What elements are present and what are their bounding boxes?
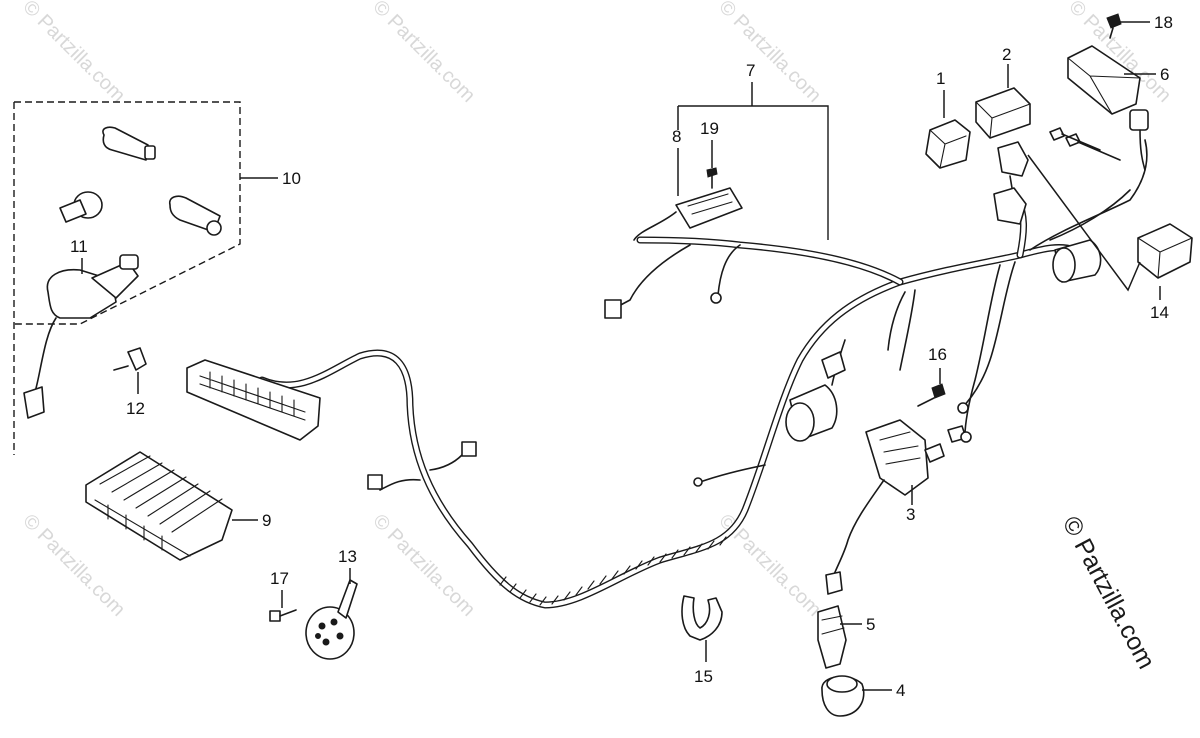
corner-watermark: © Partzilla.com xyxy=(1057,512,1161,674)
callout-9: 9 xyxy=(262,511,271,530)
callout-11: 11 xyxy=(70,237,88,256)
ignition-coil[interactable] xyxy=(1067,45,1149,171)
turn-signal-relay[interactable] xyxy=(975,87,1031,139)
callout-13: 13 xyxy=(338,547,357,566)
relay[interactable] xyxy=(925,119,971,169)
callout-12: 12 xyxy=(126,399,145,418)
ignition-switch-assembly[interactable] xyxy=(13,101,241,455)
callout-5: 5 xyxy=(866,615,875,634)
wire-clip[interactable] xyxy=(113,347,147,371)
assembly-box-outline xyxy=(14,101,241,325)
relay-pointer-line xyxy=(1027,154,1141,292)
callout-18: 18 xyxy=(1154,13,1173,32)
watermark-text: © Partzilla.com xyxy=(714,0,825,107)
watermark-text: © Partzilla.com xyxy=(368,0,479,107)
callout-2: 2 xyxy=(1002,45,1011,64)
callout-19: 19 xyxy=(700,119,719,138)
assembly-bracket xyxy=(678,105,829,240)
connector-plug xyxy=(367,474,383,490)
callout-1: 1 xyxy=(936,69,945,88)
callout-labels: 1 2 3 4 5 6 7 8 9 10 11 12 13 14 15 16 1… xyxy=(70,13,1173,700)
regulator-rectifier[interactable] xyxy=(85,451,233,561)
callout-10: 10 xyxy=(282,169,301,188)
callout-14: 14 xyxy=(1150,303,1169,322)
lock-cylinder xyxy=(102,126,156,161)
bolt[interactable] xyxy=(917,383,946,407)
connector-plug xyxy=(461,441,477,457)
callout-3: 3 xyxy=(906,505,915,524)
ring-terminal xyxy=(710,292,722,304)
callout-4: 4 xyxy=(896,681,905,700)
callout-17: 17 xyxy=(270,569,289,588)
bolt[interactable] xyxy=(1106,13,1122,39)
leader-lines xyxy=(81,21,1161,691)
callout-16: 16 xyxy=(928,345,947,364)
callout-15: 15 xyxy=(694,667,713,686)
callout-6: 6 xyxy=(1160,65,1169,84)
watermark-text: © Partzilla.com xyxy=(368,510,479,621)
neutral-switch[interactable] xyxy=(825,419,967,595)
watermark-text: © Partzilla.com xyxy=(18,0,129,107)
horn[interactable] xyxy=(305,579,358,660)
ignition-switch xyxy=(23,254,139,419)
harness-clamp[interactable] xyxy=(681,595,723,641)
fuse-box[interactable] xyxy=(633,187,743,241)
plug-boot[interactable] xyxy=(821,675,865,717)
callout-8: 8 xyxy=(672,127,681,146)
mounting-bolt[interactable] xyxy=(269,609,297,622)
lock-cylinder xyxy=(168,195,222,236)
connector-plug xyxy=(604,299,622,319)
starter-relay[interactable] xyxy=(1137,223,1193,279)
ring-terminal[interactable] xyxy=(957,402,972,443)
pilot-lamp-socket[interactable] xyxy=(785,351,846,442)
spark-plug-cap[interactable] xyxy=(817,605,847,669)
lock-cylinder xyxy=(59,191,103,223)
callout-7: 7 xyxy=(746,61,755,80)
screw[interactable] xyxy=(706,167,718,189)
coil-cylinder[interactable] xyxy=(1052,239,1102,283)
watermark-text: © Partzilla.com xyxy=(18,510,129,621)
harness-connector-block xyxy=(186,359,321,441)
bullet-connector[interactable] xyxy=(1049,127,1121,161)
harness-coupler[interactable] xyxy=(993,141,1029,225)
ring-terminal xyxy=(693,477,703,487)
